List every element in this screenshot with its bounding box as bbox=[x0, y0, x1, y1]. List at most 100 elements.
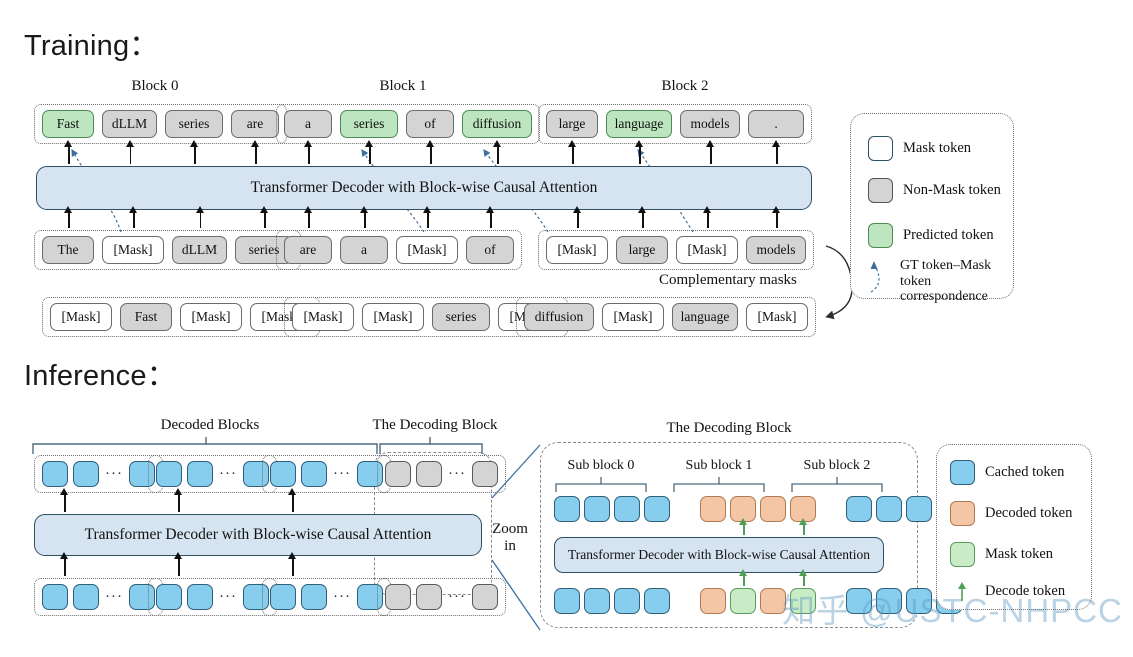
detail-top-row bbox=[554, 496, 962, 522]
training-output-token: . bbox=[748, 110, 804, 138]
training-input-token: a bbox=[340, 236, 388, 264]
ellipsis: ··· bbox=[333, 589, 351, 605]
training-output-token: models bbox=[680, 110, 740, 138]
training-output-token: diffusion bbox=[462, 110, 532, 138]
training-output-token: series bbox=[165, 110, 223, 138]
cached-token-square bbox=[73, 461, 99, 487]
cached-token-square bbox=[187, 584, 213, 610]
cached-token-square bbox=[270, 461, 296, 487]
legend-label: Predicted token bbox=[903, 227, 994, 243]
complementary-masks-label: Complementary masks bbox=[659, 272, 797, 288]
cached-token-square bbox=[42, 584, 68, 610]
legend-item-cached-token: Cached token bbox=[950, 460, 1064, 485]
decoding-token-square bbox=[472, 584, 498, 610]
predicted-token-swatch bbox=[868, 223, 893, 248]
cached-token-square bbox=[42, 461, 68, 487]
decoding-block-detail-panel bbox=[540, 442, 918, 628]
detail-bottom-cached-square bbox=[554, 588, 580, 614]
mask-token-swatch bbox=[868, 136, 893, 161]
detail-bottom-mask-square bbox=[790, 588, 816, 614]
ellipsis: ··· bbox=[448, 466, 466, 482]
ellipsis: ··· bbox=[219, 589, 237, 605]
legend-label-line2: token bbox=[900, 273, 932, 289]
cached-token-square bbox=[129, 461, 155, 487]
cached-token-square bbox=[156, 461, 182, 487]
detail-top-decoded-square bbox=[700, 496, 726, 522]
training-output-token: are bbox=[231, 110, 279, 138]
detail-bottom-mask-square bbox=[730, 588, 756, 614]
detail-title: The Decoding Block bbox=[666, 420, 792, 436]
cached-token-square bbox=[129, 584, 155, 610]
training-input-token: series bbox=[235, 236, 293, 264]
legend-item-gt-mask-correspondence: GT token–Mask token correspondence bbox=[866, 258, 991, 305]
sub-block-label-0: Sub block 0 bbox=[567, 458, 635, 473]
mask-token-green-swatch bbox=[950, 542, 975, 567]
legend-item-mask-token: Mask token bbox=[868, 136, 971, 161]
inference-bottom-block-2: ··· bbox=[262, 578, 391, 616]
legend-label: Decode token bbox=[985, 582, 1066, 599]
ellipsis: ··· bbox=[333, 466, 351, 482]
legend-label: Mask token bbox=[985, 546, 1054, 562]
training-input-token: [Mask] bbox=[102, 236, 164, 264]
training-complement-token: [Mask] bbox=[362, 303, 424, 331]
legend-item-decoded-token: Decoded token bbox=[950, 501, 1072, 526]
cached-token-square bbox=[270, 584, 296, 610]
detail-top-decoded-square bbox=[790, 496, 816, 522]
decoding-token-square bbox=[416, 461, 442, 487]
training-complement-token: series bbox=[432, 303, 490, 331]
legend-label: Mask token bbox=[903, 140, 972, 156]
training-block-label-0: Block 0 bbox=[131, 78, 179, 94]
training-complement-token: [Mask] bbox=[746, 303, 808, 331]
cached-token-square bbox=[301, 461, 327, 487]
decoding-token-square bbox=[385, 461, 411, 487]
detail-top-cached-square bbox=[876, 496, 902, 522]
legend-label: Non-Mask token bbox=[903, 182, 1001, 198]
inference-top-decoding-block: ··· bbox=[377, 455, 506, 493]
watermark: 知乎 @USTC-NHPCC bbox=[782, 592, 1123, 629]
detail-bottom-sub-block-1 bbox=[700, 588, 816, 614]
training-input-block-0: The [Mask] dLLM series bbox=[34, 230, 301, 270]
legend-label-line1: GT token–Mask bbox=[900, 258, 992, 273]
training-output-token: language bbox=[606, 110, 672, 138]
detail-bottom-sub-block-0 bbox=[554, 588, 670, 614]
ellipsis: ··· bbox=[448, 589, 466, 605]
sub-block-label-1: Sub block 1 bbox=[685, 458, 753, 473]
inference-top-block-2: ··· bbox=[262, 455, 391, 493]
inference-decoder-bar: Transformer Decoder with Block-wise Caus… bbox=[34, 514, 482, 556]
training-complement-token: [Mask] bbox=[180, 303, 242, 331]
training-complement-token: [Mask] bbox=[292, 303, 354, 331]
decoded-token-swatch bbox=[950, 501, 975, 526]
legend-item-predicted-token: Predicted token bbox=[868, 223, 994, 248]
detail-bottom-decoded-square bbox=[760, 588, 786, 614]
decoding-token-square bbox=[385, 584, 411, 610]
detail-bottom-cached-square bbox=[614, 588, 640, 614]
sub-block-label-2: Sub block 2 bbox=[803, 458, 871, 473]
legend-item-mask-token-green: Mask token bbox=[950, 542, 1053, 567]
cached-token-square bbox=[73, 584, 99, 610]
cached-token-square bbox=[156, 584, 182, 610]
legend-item-decode-token: Decode token bbox=[950, 579, 1065, 603]
legend-label: Cached token bbox=[985, 464, 1065, 480]
ellipsis: ··· bbox=[105, 466, 123, 482]
decode-arrow-icon bbox=[958, 582, 966, 601]
training-complement-block-0: [Mask]Fast[Mask][Mask] bbox=[42, 297, 320, 337]
training-input-token: [Mask] bbox=[676, 236, 738, 264]
training-section-title: Training： bbox=[24, 30, 159, 62]
detail-bottom-cached-square bbox=[644, 588, 670, 614]
training-complement-token: language bbox=[672, 303, 738, 331]
inference-top-block-0: ··· bbox=[34, 455, 163, 493]
training-complement-block-2: diffusion[Mask]language[Mask] bbox=[516, 297, 816, 337]
detail-decoder-bar: Transformer Decoder with Block-wise Caus… bbox=[554, 537, 884, 573]
detail-bottom-cached-square bbox=[846, 588, 872, 614]
legend-label: Decoded token bbox=[985, 505, 1073, 521]
training-input-token: dLLM bbox=[172, 236, 227, 264]
training-block-label-1: Block 1 bbox=[379, 78, 427, 94]
training-output-token: Fast bbox=[42, 110, 94, 138]
decoding-token-square bbox=[416, 584, 442, 610]
training-input-token: The bbox=[42, 236, 94, 264]
training-complement-token: [Mask] bbox=[602, 303, 664, 331]
detail-top-cached-square bbox=[584, 496, 610, 522]
training-input-block-2: [Mask]large[Mask]models bbox=[538, 230, 814, 270]
